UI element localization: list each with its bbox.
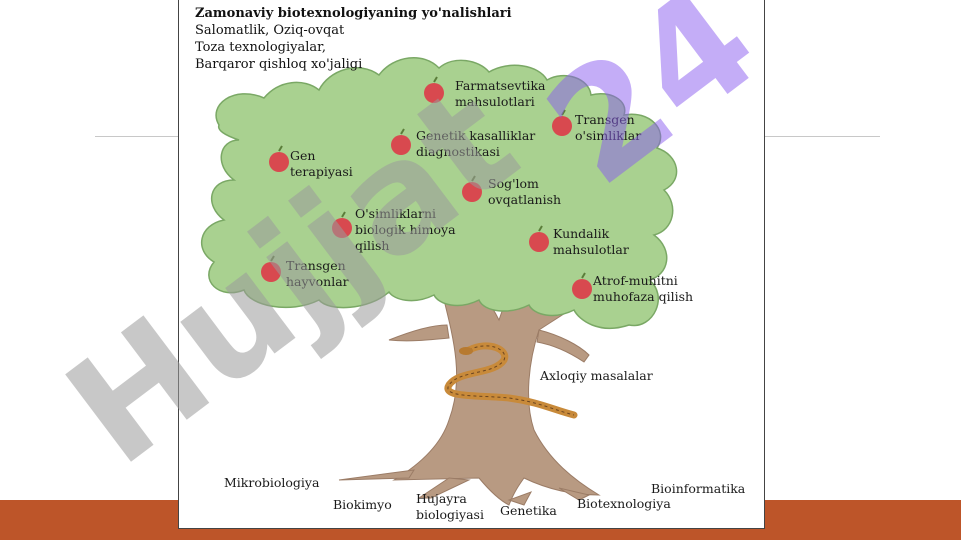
fruit-icon: [462, 175, 482, 202]
root-label-biotexnologiya: Biotexnologiya: [577, 496, 671, 511]
fruit-icon: [529, 225, 549, 252]
fruit-icon: [261, 255, 281, 282]
tree-figure: Zamonaviy biotexnologiyaning yo'nalishla…: [178, 0, 765, 529]
fruit-icon: [391, 128, 411, 155]
root-label-bioinformatika: Bioinformatika: [651, 481, 746, 496]
figure-subtitle-line: Barqaror qishloq xo'jaligi: [195, 57, 363, 72]
root-label-biokimyo: Biokimyo: [333, 497, 392, 512]
fruit-icon: [552, 109, 572, 136]
fruit-markers: [261, 76, 592, 299]
figure-subtitle-line: Salomatlik, Oziq-ovqat: [195, 23, 345, 38]
figure-subtitle-line: Toza texnologiyalar,: [195, 40, 327, 55]
slide-rule-right: [765, 136, 880, 137]
tree-trunk: [338, 279, 601, 506]
root-label-genetika: Genetika: [500, 503, 557, 518]
figure-title: Zamonaviy biotexnologiyaning yo'nalishla…: [195, 6, 512, 21]
snake-illustration: [444, 342, 578, 419]
root-label-mikrobiologiya: Mikrobiologiya: [224, 475, 320, 490]
fruit-icon: [269, 145, 289, 172]
tree-illustration: [200, 57, 678, 506]
fruit-icon: [332, 211, 352, 238]
figure-header: Zamonaviy biotexnologiyaning yo'nalishla…: [195, 5, 512, 73]
slide-rule-left: [95, 136, 179, 137]
snake-label: Axloqiy masalalar: [540, 368, 653, 383]
fruit-icon: [572, 272, 592, 299]
fruit-icon: [424, 76, 444, 103]
